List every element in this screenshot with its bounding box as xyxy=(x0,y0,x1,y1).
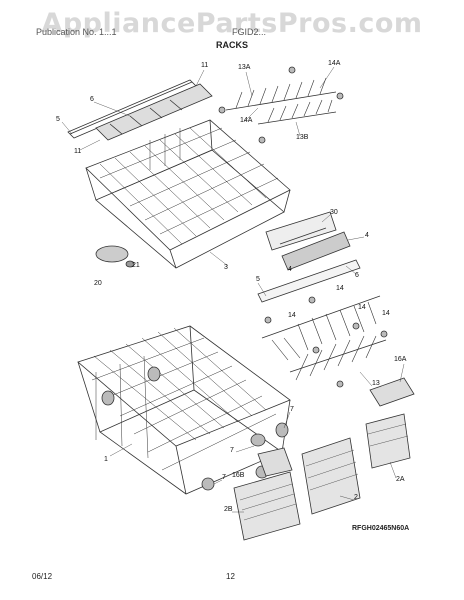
callout-14a-b: 14A xyxy=(240,117,253,124)
folding-tines xyxy=(261,295,388,388)
callout-14-b: 14 xyxy=(288,312,296,319)
diagram-code: RFGH02465N60A xyxy=(352,525,410,532)
silverware-baskets xyxy=(233,413,411,541)
callout-13b: 13B xyxy=(296,134,309,141)
callout-7: 7 xyxy=(290,406,294,413)
callout-4: 4 xyxy=(365,232,369,239)
callout-7-c: 7 xyxy=(222,474,226,481)
callout-3: 3 xyxy=(224,264,228,271)
rack-adjuster xyxy=(95,245,135,268)
callout-6: 6 xyxy=(90,96,94,103)
callout-4-b: 4 xyxy=(288,266,292,273)
callout-30: 30 xyxy=(330,209,338,216)
footer-date: 06/12 xyxy=(32,572,53,581)
callout-13: 13 xyxy=(372,380,380,387)
basket-16a xyxy=(369,377,415,407)
callout-14a: 14A xyxy=(328,60,341,67)
callout-5-b: 5 xyxy=(256,276,260,283)
leader-lines xyxy=(61,66,405,513)
callout-14-c: 14 xyxy=(358,304,366,311)
callout-11: 11 xyxy=(201,62,209,69)
callout-16a: 16A xyxy=(394,356,407,363)
callout-16b: 16B xyxy=(232,472,245,479)
callout-2: 2 xyxy=(354,494,358,501)
callout-14: 14 xyxy=(336,285,344,292)
section-title: RACKS xyxy=(215,40,248,50)
stemware-holder xyxy=(265,211,351,271)
callout-1: 1 xyxy=(104,456,108,463)
lower-rail xyxy=(257,259,361,303)
publication-number: Publication No. 1...1 xyxy=(36,27,117,37)
callout-14-d: 14 xyxy=(382,310,390,317)
callout-2b: 2B xyxy=(224,506,233,513)
callout-21: 21 xyxy=(132,262,140,269)
callout-5: 5 xyxy=(56,116,60,123)
upper-tine-row xyxy=(218,66,344,144)
callout-6-b: 6 xyxy=(355,272,359,279)
footer-page-number: 12 xyxy=(226,572,235,581)
model-number: FGID2... xyxy=(232,27,267,37)
watermark: AppliancePartsPros.com xyxy=(41,8,423,39)
callout-2a: 2A xyxy=(396,476,405,483)
callout-20: 20 xyxy=(94,280,102,287)
callout-13a: 13A xyxy=(238,64,251,71)
callout-11-b: 11 xyxy=(74,148,82,155)
rack-wheels xyxy=(101,366,289,491)
callout-7-b: 7 xyxy=(230,447,234,454)
upper-rack xyxy=(85,119,291,269)
shelf-clips xyxy=(95,83,213,141)
